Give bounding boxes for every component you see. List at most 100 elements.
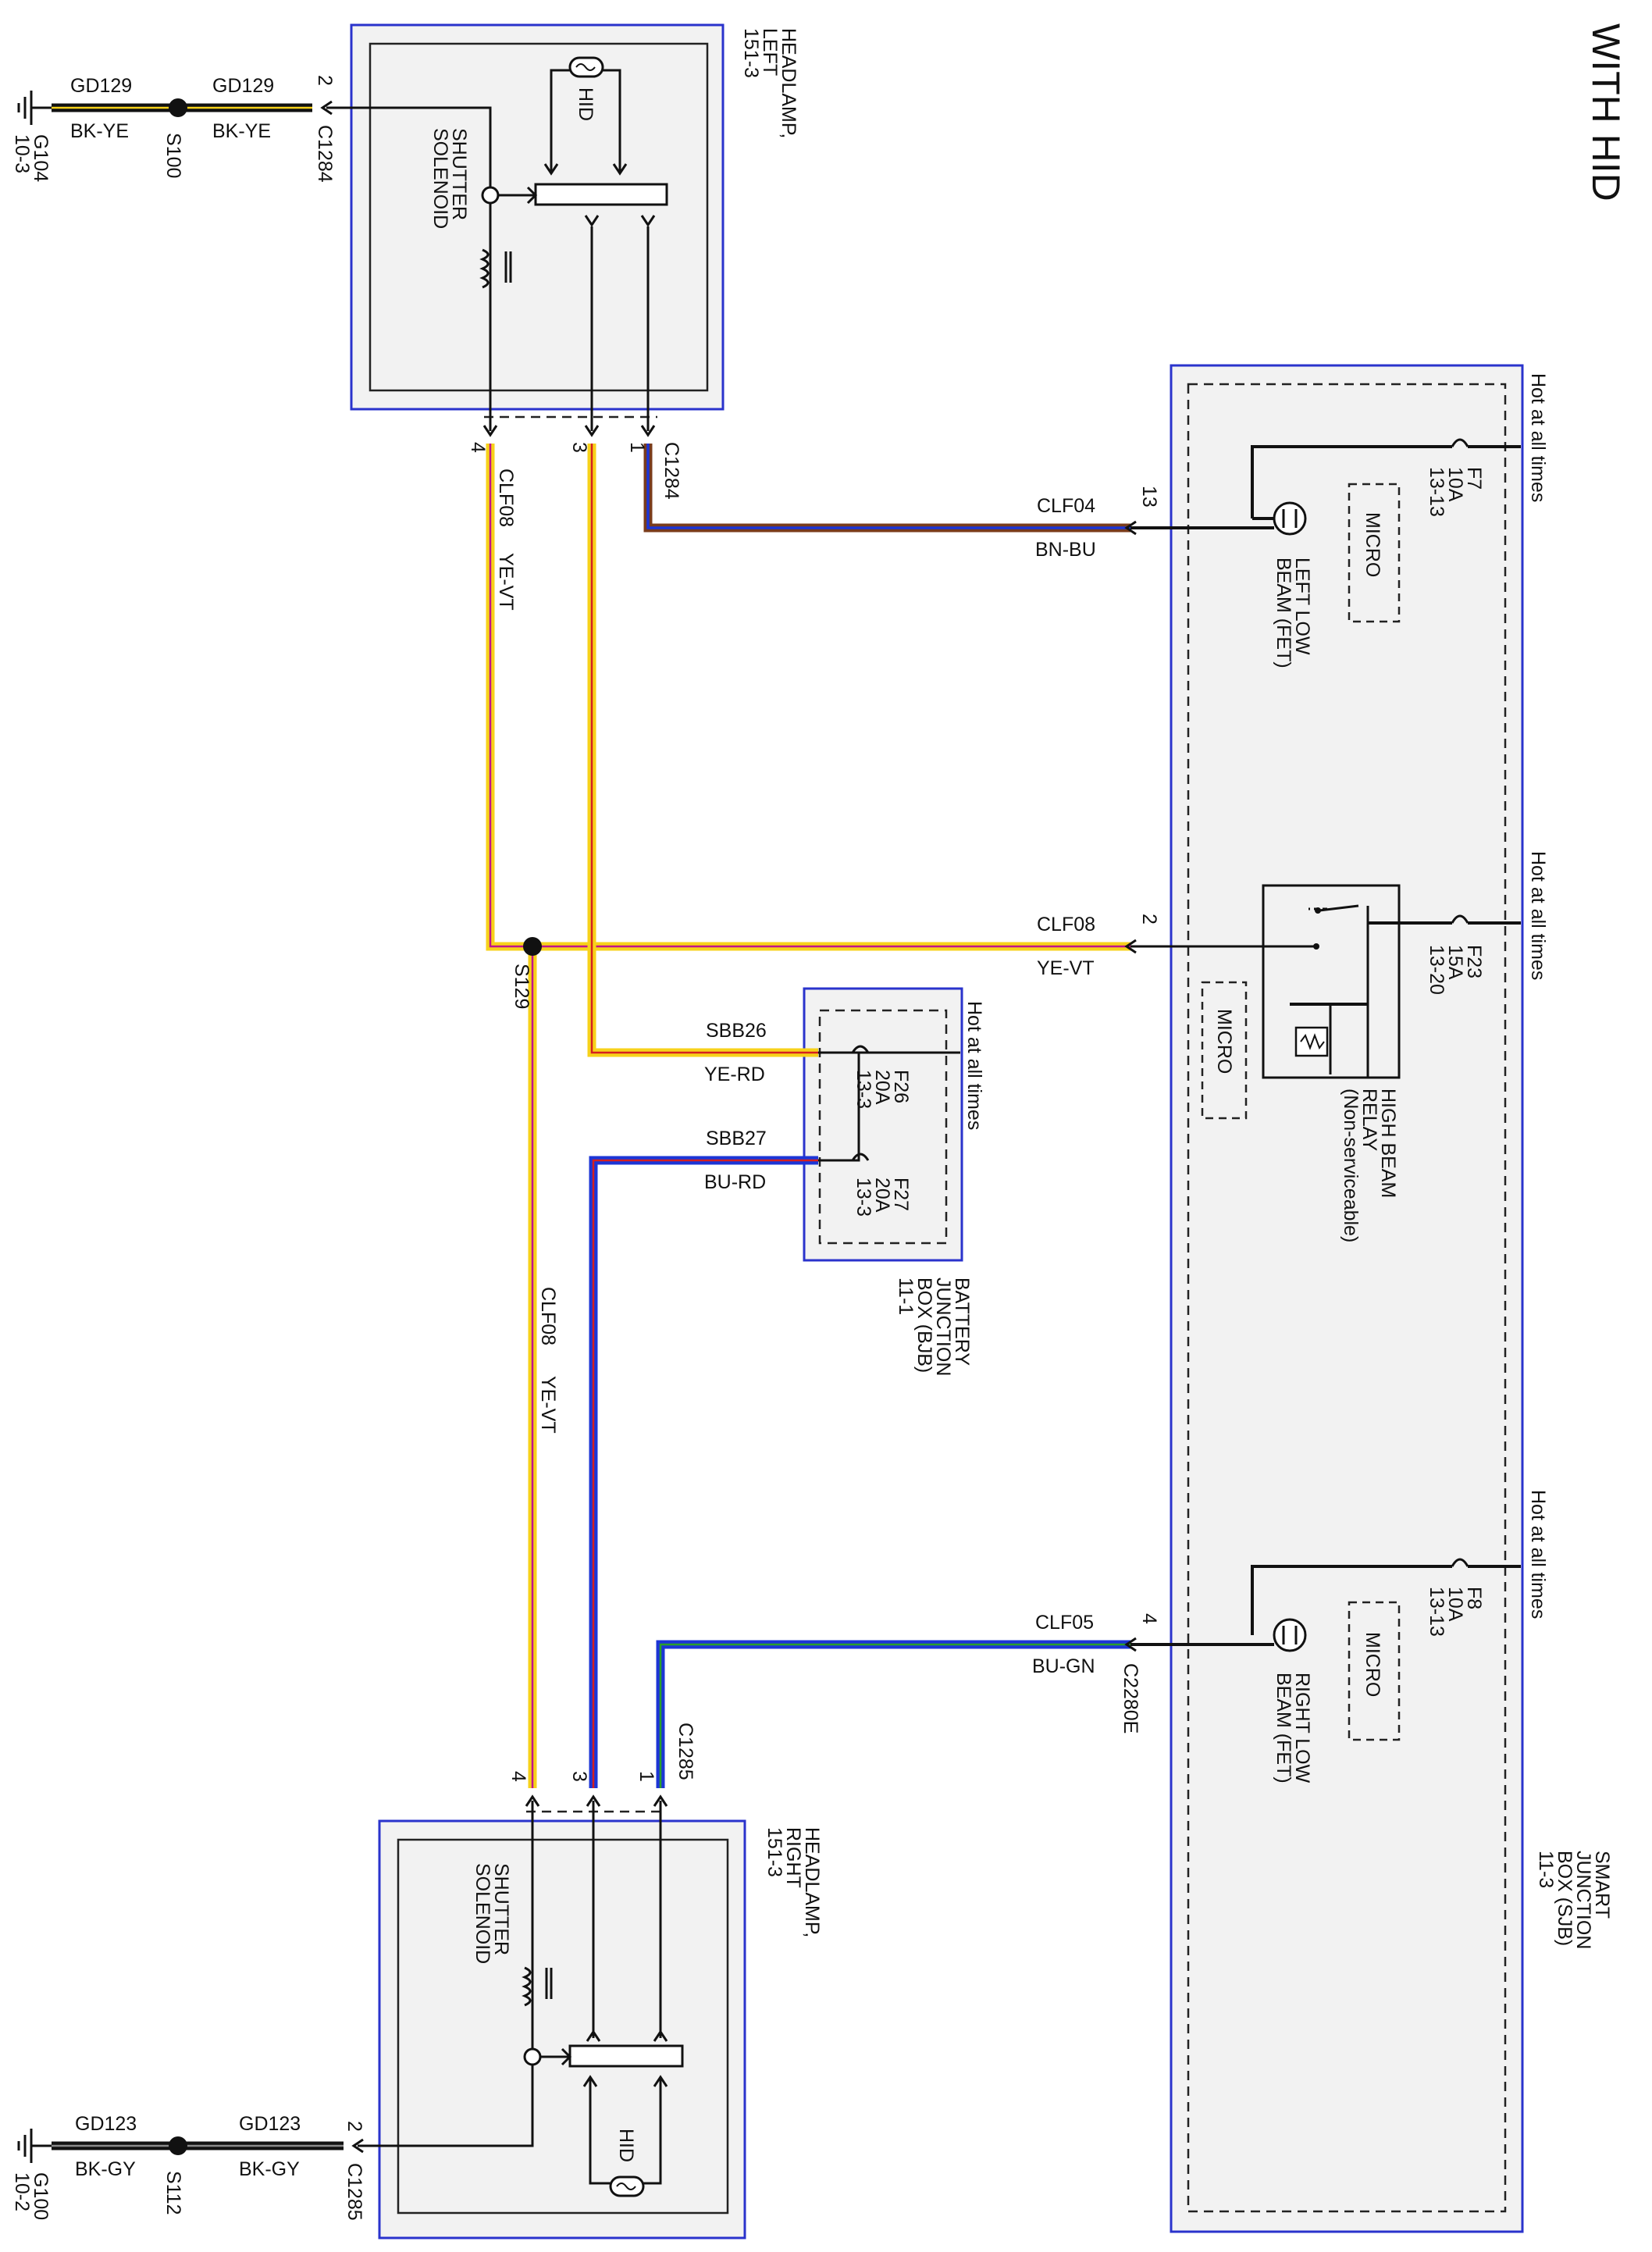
pin-left-3: 3 — [568, 442, 590, 453]
sjb-hot-label-3: Hot at all times — [1527, 1490, 1549, 1619]
wire-gd129-b-circuit: GD129 — [212, 75, 274, 97]
headlamp-left-inner — [368, 42, 709, 392]
wire-sbb27-color: BU-RD — [704, 1171, 766, 1193]
wire-sbb26 — [587, 444, 818, 1057]
fuse-f7-line-3: 13-13 — [1426, 467, 1447, 517]
headlamp-right-name-1: HEADLAMP, — [801, 1827, 823, 1937]
bjb-name-line-3: BOX (BJB) — [913, 1277, 935, 1373]
headlamp-left-solenoid-1: SHUTTER — [448, 128, 470, 220]
headlamp-left-solenoid-2: SOLENOID — [429, 128, 451, 229]
wire-clf05-color: BU-GN — [1032, 1655, 1095, 1677]
sjb-hot-label-2: Hot at all times — [1527, 851, 1549, 980]
headlamp-right-name-2: RIGHT — [782, 1827, 804, 1888]
sjb-box — [1170, 364, 1524, 2233]
headlamp-right-solenoid-2: SOLENOID — [472, 1863, 493, 1964]
left-low-beam-line-2: BEAM (FET) — [1273, 558, 1294, 668]
bjb-hot-label: Hot at all times — [963, 1001, 985, 1130]
splice-s129-dot — [523, 937, 542, 956]
sjb-internal-border — [1187, 383, 1507, 2213]
wire-gd123-a-color: BK-GY — [75, 2158, 136, 2180]
headlamp-right-inner — [397, 1838, 729, 2215]
wire-clf08-right-color: YE-VT — [537, 1376, 559, 1434]
wire-clf08-left-color: YE-VT — [495, 553, 517, 611]
wire-clf04-circuit: CLF04 — [1037, 495, 1095, 517]
high-beam-relay-line-1: HIGH BEAM — [1377, 1089, 1399, 1198]
sjb-high-beam-relay — [1130, 884, 1521, 1120]
connector-c1284-bottom: C1284 — [660, 442, 682, 500]
bjb-name-line-4: 11-1 — [895, 1277, 917, 1315]
wire-gd129-b-color: BK-YE — [212, 120, 271, 142]
wire-clf08-right-circuit: CLF08 — [537, 1287, 559, 1345]
right-low-beam-line-1: RIGHT LOW — [1291, 1673, 1313, 1783]
ground-g100-symbol — [17, 2129, 52, 2163]
pin-sjb-13: 13 — [1138, 486, 1160, 508]
wire-clf05-circuit: CLF05 — [1035, 1612, 1094, 1634]
sjb-left-low-beam-circuit — [1130, 438, 1521, 623]
fuse-f8-line-3: 13-13 — [1426, 1587, 1447, 1637]
sjb-name-line-1: SMART — [1591, 1851, 1613, 1919]
wire-gd123-a-circuit: GD123 — [75, 2113, 137, 2135]
splice-s100-label: S100 — [162, 133, 184, 178]
wire-gd123-b-color: BK-GY — [239, 2158, 300, 2180]
wire-gd123 — [52, 2061, 534, 2150]
bjb-internal-border — [818, 1009, 948, 1245]
sjb-right-low-beam-circuit — [1130, 1558, 1521, 1741]
left-low-beam-line-1: LEFT LOW — [1291, 558, 1313, 655]
fuse-f27-line-3: 13-3 — [853, 1178, 874, 1217]
right-low-beam-line-2: BEAM (FET) — [1273, 1673, 1294, 1783]
micro-label-3: MICRO — [1362, 1632, 1383, 1697]
fuse-f7-line-1: F7 — [1463, 467, 1485, 490]
pin-c1285-2: 2 — [344, 2121, 365, 2132]
bjb-box — [803, 987, 963, 1262]
wire-clf08-sjb-circuit: CLF08 — [1037, 914, 1095, 935]
headlamp-left-name-2: LEFT — [759, 28, 781, 76]
headlamp-right-name-3: 151-3 — [764, 1827, 785, 1877]
fuse-f23-line-3: 13-20 — [1426, 945, 1447, 995]
ground-g104-line-2: 10-3 — [11, 134, 33, 173]
connector-c1285-bottom: C1285 — [344, 2163, 365, 2221]
pin-right-1: 1 — [636, 1771, 657, 1782]
wire-gd129-a-circuit: GD129 — [70, 75, 132, 97]
fuse-f26-line-3: 13-3 — [853, 1070, 874, 1109]
pin-left-1: 1 — [626, 442, 648, 453]
connector-c1285-top: C1285 — [675, 1723, 696, 1780]
high-beam-relay-line-2: RELAY — [1358, 1089, 1380, 1151]
headlamp-left-name-3: 151-3 — [740, 28, 762, 78]
bjb-internal-fuses — [818, 1045, 960, 1162]
ground-g104-symbol — [17, 91, 52, 125]
splice-s129-label: S129 — [511, 964, 532, 1009]
splice-s112-label: S112 — [162, 2171, 184, 2215]
pin-sjb-2: 2 — [1138, 914, 1160, 925]
page-title: WITH HID — [1584, 23, 1628, 201]
sjb-name-line-2: JUNCTION — [1572, 1851, 1594, 1949]
fuse-f7-line-2: 10A — [1444, 467, 1466, 502]
pin-right-3: 3 — [568, 1771, 590, 1782]
wire-sbb27 — [589, 1156, 818, 1788]
headlamp-right-solenoid-1: SHUTTER — [490, 1863, 512, 1955]
wire-sbb26-circuit: SBB26 — [706, 1020, 767, 1042]
wire-clf04-color: BN-BU — [1035, 539, 1096, 561]
bjb-name-line-1: BATTERY — [951, 1277, 973, 1366]
ground-g104-line-1: G104 — [30, 134, 52, 182]
micro-label-2: MICRO — [1213, 1009, 1235, 1074]
fuse-f8-line-1: F8 — [1463, 1587, 1485, 1609]
pin-c1284-2: 2 — [314, 75, 336, 86]
wire-clf05 — [656, 1640, 1130, 1788]
sjb-name-line-3: BOX (SJB) — [1554, 1851, 1575, 1946]
wire-clf08-left-circuit: CLF08 — [495, 469, 517, 527]
fuse-f27-line-1: F27 — [890, 1178, 912, 1211]
splice-s100-dot — [169, 98, 187, 117]
headlamp-right-hid: HID — [615, 2129, 637, 2162]
ground-g100-line-2: 10-2 — [11, 2172, 33, 2211]
fuse-f27-line-2: 20A — [871, 1178, 893, 1213]
headlamp-left-hid: HID — [575, 87, 596, 121]
wire-clf04 — [643, 444, 1130, 533]
headlamp-right-internals — [522, 1801, 684, 2197]
pin-sjb-4: 4 — [1138, 1613, 1160, 1624]
headlamp-left-name-1: HEADLAMP, — [778, 28, 799, 138]
pin-right-4: 4 — [507, 1771, 529, 1782]
sjb-name-line-4: 11-3 — [1535, 1851, 1557, 1888]
fuse-f23-line-2: 15A — [1444, 945, 1466, 980]
wire-gd129-a-color: BK-YE — [70, 120, 129, 142]
